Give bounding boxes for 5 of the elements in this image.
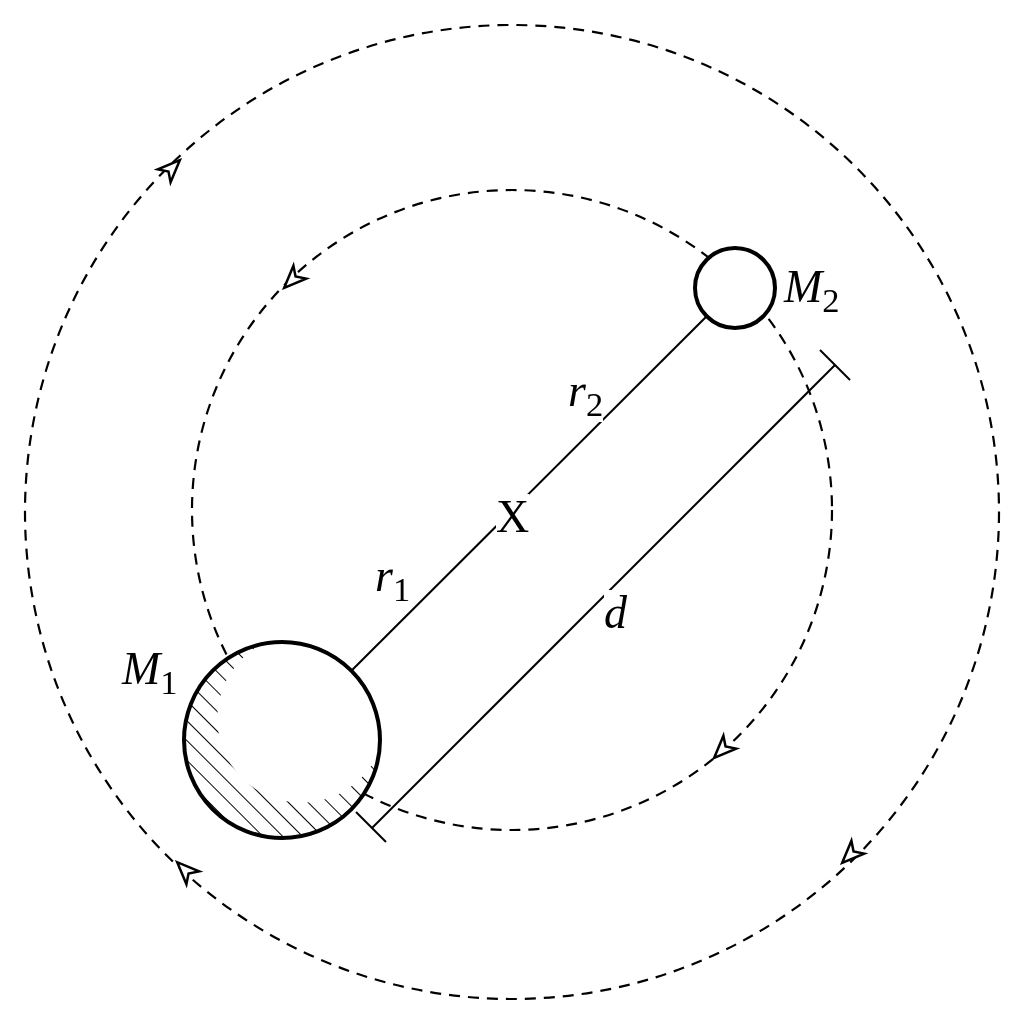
mass-label: M$_{1}$	[122, 646, 178, 700]
mass-label: M$_{2}$	[784, 264, 840, 318]
hatched-star-circle	[182, 640, 382, 840]
connecting-line	[350, 315, 708, 672]
star-circle	[693, 246, 777, 330]
